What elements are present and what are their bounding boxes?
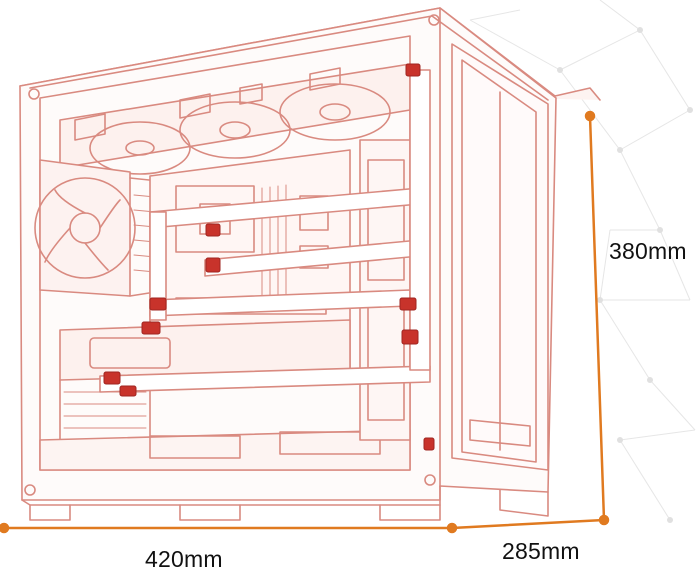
dimension-lines xyxy=(0,110,610,534)
coolant-tubes xyxy=(99,69,431,393)
tube-fittings xyxy=(103,63,435,451)
side-bracket xyxy=(469,419,531,447)
width-dimension-label: 420mm xyxy=(145,546,223,572)
depth-dimension-label: 285mm xyxy=(502,538,580,564)
width-dimension-right-dot xyxy=(446,522,458,534)
psu-shroud xyxy=(39,429,411,471)
height-dimension-label: 380mm xyxy=(609,238,687,264)
height-dimension-bottom-dot xyxy=(598,514,610,526)
width-dimension-left-dot xyxy=(0,522,10,534)
height-dimension-top-dot xyxy=(584,110,596,122)
depth-dimension-line xyxy=(450,518,606,530)
background-network-pattern xyxy=(469,0,696,523)
case-feet xyxy=(29,489,549,521)
corner-screws xyxy=(24,14,440,496)
side-glass-inner xyxy=(461,59,537,463)
height-dimension-line xyxy=(588,114,606,522)
case-front-edge xyxy=(21,485,441,506)
